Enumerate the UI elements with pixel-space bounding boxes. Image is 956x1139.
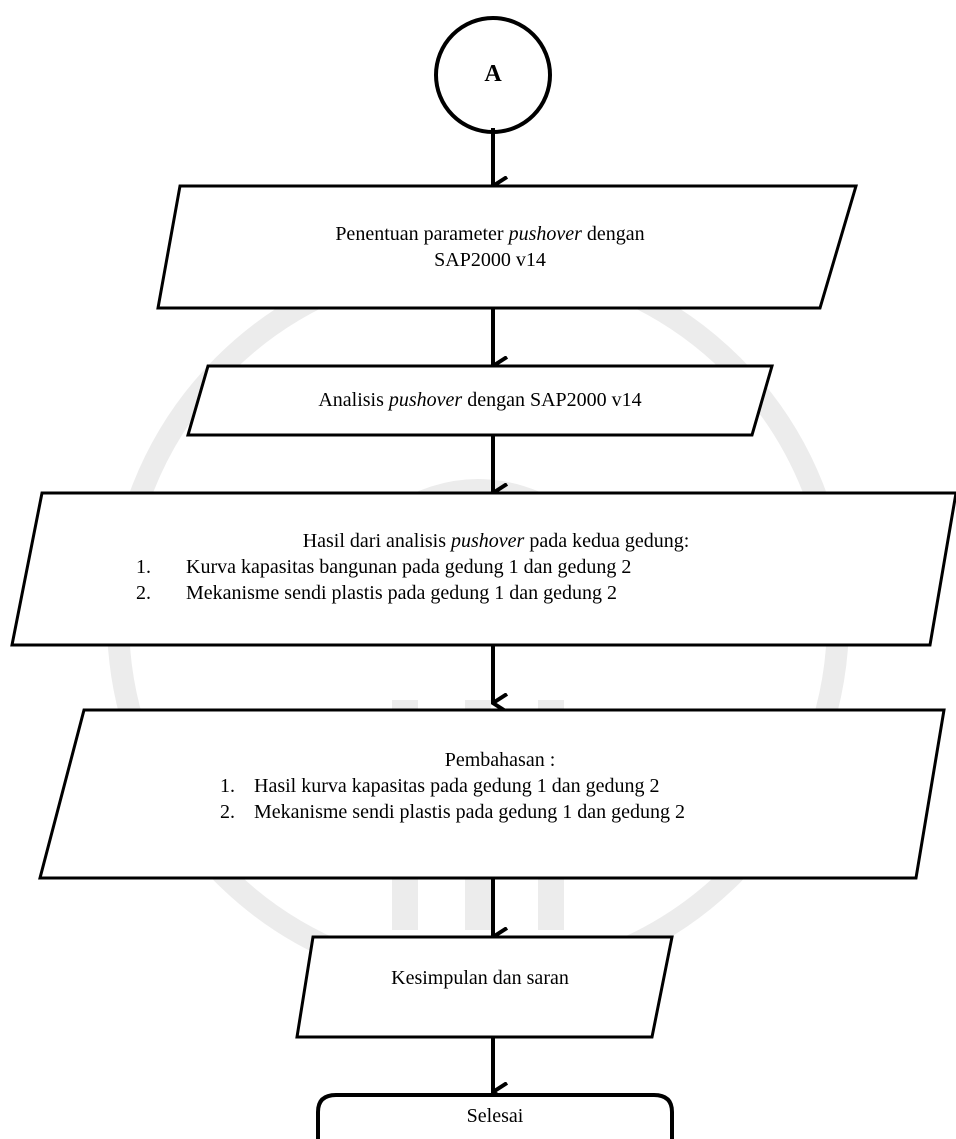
step4-heading: Pembahasan : [444,749,556,771]
step5-shape [295,935,674,1039]
step3-heading: Hasil dari analisis pushover pada kedua … [302,530,690,552]
step4-text: Pembahasan : 1.Hasil kurva kapasitas pad… [220,747,820,825]
step2-text: Analisis pushover dengan SAP2000 v14 [318,389,642,411]
step2-shape [186,364,774,437]
terminator-label: Selesai [466,1105,524,1127]
step3-item-1: 1.Kurva kapasitas bangunan pada gedung 1… [136,556,632,578]
step5-text: Kesimpulan dan saran [391,967,569,989]
step4-item-1: 1.Hasil kurva kapasitas pada gedung 1 da… [220,775,660,797]
step3-shape [10,491,956,647]
step1-text: Penentuan parameter pushover dengan SAP2… [180,221,800,273]
connector-label: A [484,61,502,87]
step1-shape [156,184,859,310]
step3-text: Hasil dari analisis pushover pada kedua … [136,528,856,606]
step3-item-2: 2.Mekanisme sendi plastis pada gedung 1 … [136,582,618,604]
terminator-shape [316,1093,674,1139]
step4-shape [38,708,946,880]
step4-item-2: 2.Mekanisme sendi plastis pada gedung 1 … [220,801,686,823]
step1-line2: SAP2000 v14 [434,249,546,271]
step1-line1: Penentuan parameter pushover dengan [335,223,645,245]
